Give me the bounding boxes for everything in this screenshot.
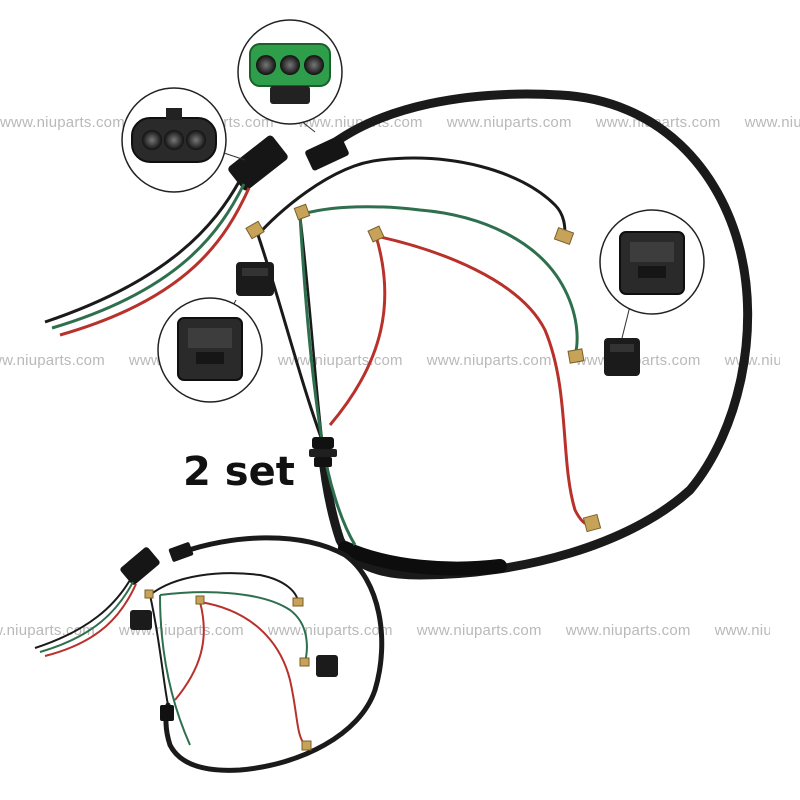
spade-terminal-icon <box>245 220 265 240</box>
spade-terminal-icon <box>144 589 154 599</box>
red-wire <box>375 234 591 527</box>
spade-terminal-icon <box>553 226 575 246</box>
set-count-label: 2 set <box>183 449 295 495</box>
main-wire-loom <box>317 89 753 580</box>
small-harness <box>34 535 385 773</box>
two-pin-connector-icon <box>316 655 338 677</box>
two-pin-connector-icon <box>130 610 152 630</box>
three-pin-connector-icon <box>121 87 227 193</box>
spade-terminal-icon <box>293 203 311 221</box>
spade-terminal-icon <box>582 513 602 533</box>
spade-terminal-icon <box>299 657 310 667</box>
watermark-row: www.niuparts.comwww.niuparts.comwww.niup… <box>0 622 770 639</box>
spade-terminal-icon <box>367 225 385 243</box>
three-pin-connector-icon <box>305 135 349 171</box>
three-pin-connector-icon <box>237 19 343 125</box>
grommet-icon <box>160 705 174 721</box>
large-harness <box>44 89 753 580</box>
spade-terminal-icon <box>292 597 304 607</box>
spade-terminal-icon <box>567 348 585 364</box>
three-pin-connector-icon <box>168 542 194 562</box>
spade-terminal-icon <box>301 740 312 751</box>
three-pin-connector-icon <box>228 135 288 191</box>
two-pin-connector-icon <box>157 297 263 403</box>
two-pin-connector-icon <box>599 209 705 315</box>
spade-terminal-icon <box>195 595 205 605</box>
three-pin-connector-icon <box>120 547 160 585</box>
green-wire <box>299 205 579 356</box>
two-pin-connector-icon <box>236 262 274 296</box>
grommet-icon <box>309 437 337 467</box>
two-pin-connector-icon <box>604 338 640 376</box>
black-branch-wire <box>256 156 567 236</box>
